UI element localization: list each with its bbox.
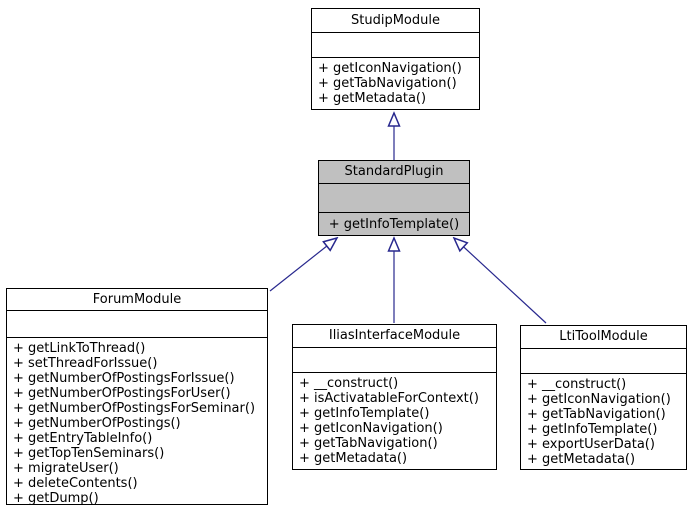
methods-section: + getInfoTemplate() [319,213,469,235]
method-label: + getTopTenSeminars() [13,446,165,461]
method-label: + getDump() [13,491,99,506]
method-label: + getMetadata() [318,91,427,106]
method-label: + getInfoTemplate() [299,406,430,421]
method-label: + getNumberOfPostingsForIssue() [13,371,235,386]
attributes-section-empty [293,348,496,373]
attributes-section-empty [521,349,686,374]
method-label: + getMetadata() [527,452,636,467]
method-label: + getEntryTableInfo() [13,431,153,446]
method-label: + getTabNavigation() [299,436,438,451]
method-label: + getMetadata() [299,451,408,466]
method-label: + getNumberOfPostingsForUser() [13,386,231,401]
inheritance-arrow-forummodule-to-standardplugin [269,238,337,292]
methods-section: + getLinkToThread()+ setThreadForIssue()… [7,338,267,506]
method-label: + __construct() [299,376,399,391]
method-label: + exportUserData() [527,437,655,452]
method-label: + getIconNavigation() [299,421,443,436]
method-label: + getNumberOfPostings() [13,416,181,431]
attributes-section-empty [7,311,267,338]
method-label: + getTabNavigation() [318,76,457,91]
class-name-studipmodule: StudipModule [312,9,479,33]
method-label: + deleteContents() [13,476,138,491]
class-box-iliasinterfacemodule[interactable]: IliasInterfaceModule + __construct()+ is… [292,324,497,470]
class-box-studipmodule[interactable]: StudipModule + getIconNavigation()+ getT… [311,8,480,110]
method-label: + getLinkToThread() [13,341,146,356]
class-name-ltitoolmodule: LtiToolModule [521,326,686,349]
class-name-iliasinterfacemodule: IliasInterfaceModule [293,325,496,348]
inheritance-arrow-ltitoolmodule-to-standardplugin [454,238,547,324]
method-label: + migrateUser() [13,461,119,476]
class-box-forummodule[interactable]: ForumModule + getLinkToThread()+ setThre… [6,288,268,506]
method-label: + isActivatableForContext() [299,391,479,406]
method-label: + __construct() [527,377,627,392]
attributes-section-empty [312,33,479,58]
class-box-ltitoolmodule[interactable]: LtiToolModule + __construct()+ getIconNa… [520,325,687,470]
methods-section: + __construct()+ isActivatableForContext… [293,373,496,466]
method-label: + getInfoTemplate() [527,422,658,437]
method-label: + getTabNavigation() [527,407,666,422]
methods-section: + getIconNavigation()+ getTabNavigation(… [312,58,479,106]
method-label: + getNumberOfPostingsForSeminar() [13,401,256,416]
attributes-section-empty [319,184,469,213]
class-name-forummodule: ForumModule [7,289,267,311]
method-label: + getIconNavigation() [527,392,671,407]
methods-section: + __construct()+ getIconNavigation()+ ge… [521,374,686,467]
method-label: + setThreadForIssue() [13,356,158,371]
class-box-standardplugin[interactable]: StandardPlugin + getInfoTemplate() [318,160,470,236]
method-label: + getIconNavigation() [318,61,462,76]
class-name-standardplugin: StandardPlugin [319,161,469,184]
method-label: + getInfoTemplate() [328,216,460,232]
